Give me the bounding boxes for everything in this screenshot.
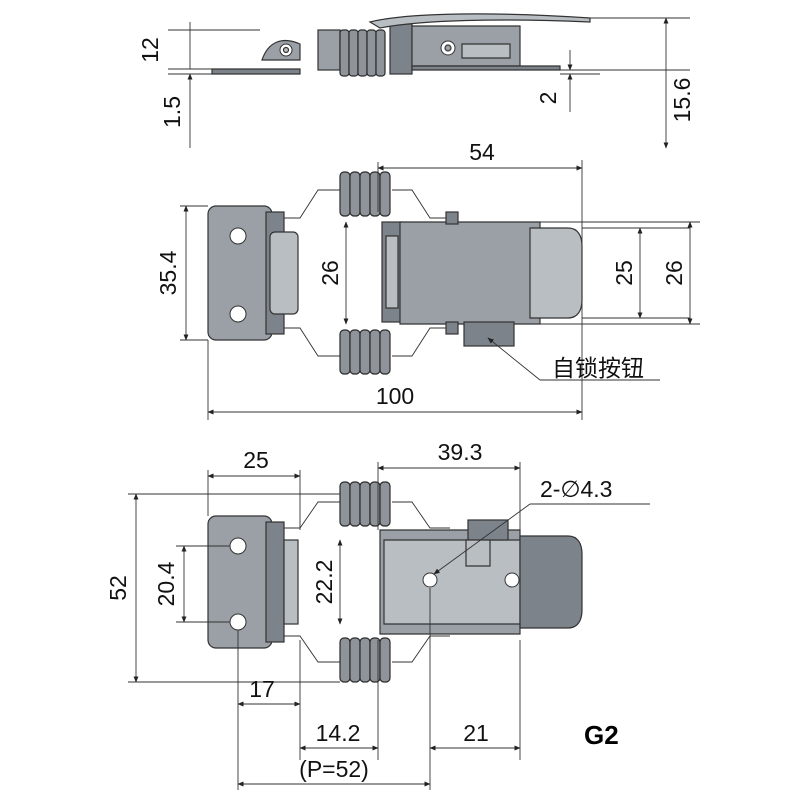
dim-segment-21: 21 xyxy=(463,720,489,746)
top-view xyxy=(180,160,700,420)
dim-right-15-6: 15.6 xyxy=(669,78,695,123)
dim-overall-100: 100 xyxy=(376,383,414,409)
dim-thickness-1-5: 1.5 xyxy=(159,96,185,128)
self-lock-button-label: 自锁按钮 xyxy=(552,355,644,381)
model-label: G2 xyxy=(584,720,619,750)
dim-left-35-4: 35.4 xyxy=(155,250,181,295)
dim-right-2: 2 xyxy=(535,92,561,105)
dim-upper-54: 54 xyxy=(469,139,495,165)
dim-pitch: (P=52) xyxy=(299,756,369,782)
lower-spring xyxy=(339,329,391,375)
bottom-lower-spring xyxy=(339,637,391,683)
dim-segment-14-2: 14.2 xyxy=(316,720,361,746)
bottom-upper-spring xyxy=(339,481,391,527)
upper-spring xyxy=(339,171,391,217)
dim-total-52: 52 xyxy=(105,575,131,601)
side-spring xyxy=(339,29,386,77)
hole-callout: 2-∅4.3 xyxy=(540,476,612,502)
dim-height-12: 12 xyxy=(137,37,163,63)
dim-right-25: 25 xyxy=(611,260,637,286)
dim-left-width-25: 25 xyxy=(243,447,269,473)
dim-inner-22-2: 22.2 xyxy=(311,560,337,605)
bottom-view xyxy=(128,462,650,790)
side-view xyxy=(168,13,690,149)
dim-hole-spacing-20-4: 20.4 xyxy=(153,561,179,606)
dim-offset-17: 17 xyxy=(249,676,275,702)
dim-right-39-3: 39.3 xyxy=(438,439,483,465)
dim-right-26: 26 xyxy=(661,260,687,286)
dim-inner-26: 26 xyxy=(317,260,343,286)
